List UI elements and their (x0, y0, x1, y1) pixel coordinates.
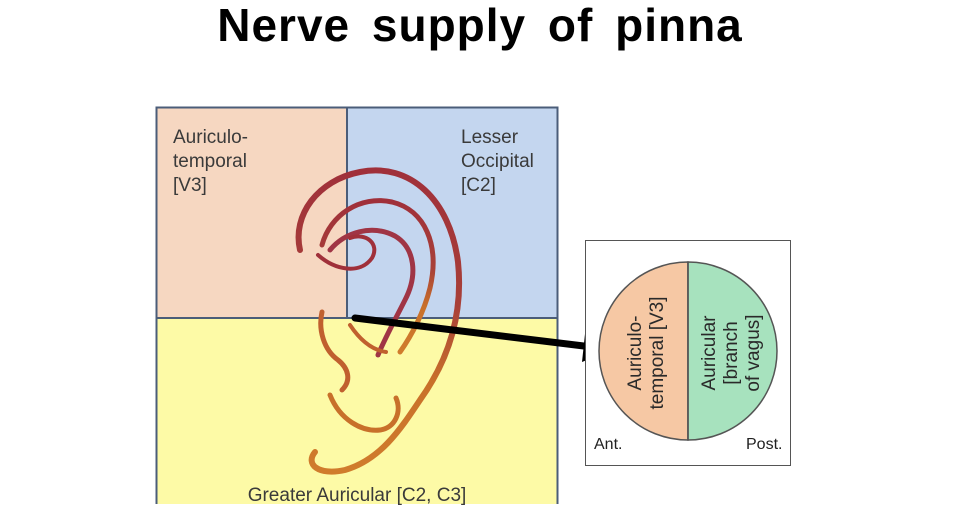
lesser-occipital-region (347, 107, 558, 318)
inset-auriculotemporal-label: Auriculo- temporal [V3] (625, 296, 668, 410)
lesser-occipital-label: Lesser Occipital [C2] (461, 127, 534, 196)
inset-auricular-vagus-label: Auricular [branch of vagus] (699, 314, 764, 392)
anterior-label: Ant. (594, 436, 623, 453)
auriculotemporal-label: Auriculo- temporal [V3] (173, 127, 248, 196)
posterior-label: Post. (746, 436, 783, 453)
auriculotemporal-region (156, 107, 347, 318)
greater-auricular-label: Greater Auricular [C2, C3] (247, 485, 467, 506)
greater-auricular-region (156, 318, 558, 504)
page-title: Nerve supply of pinna (217, 0, 743, 51)
